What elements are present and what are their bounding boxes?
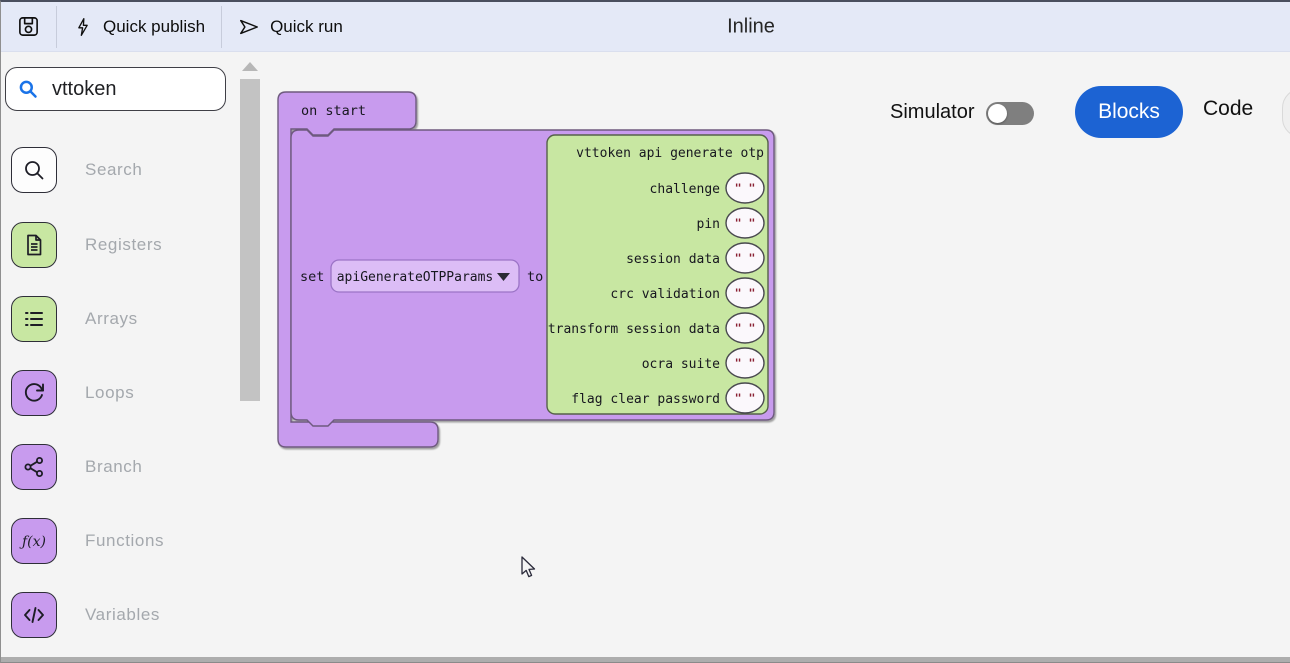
category-label: Variables (85, 605, 161, 624)
scrollbar-thumb[interactable] (240, 79, 260, 401)
search-box[interactable] (5, 67, 226, 111)
set-label: set (300, 269, 324, 285)
code-view-button[interactable]: Code (1203, 97, 1254, 120)
vttoken-api-generate-otp-block[interactable] (546, 134, 769, 415)
page-title: Inline (727, 15, 775, 37)
share-nodes-icon (11, 444, 57, 490)
toolbox-sidebar: Search Registers Arrays Loops (1, 52, 233, 659)
search-input[interactable] (52, 77, 202, 101)
quick-publish-button[interactable]: Quick publish (57, 2, 221, 51)
string-input[interactable] (725, 207, 765, 239)
category-label: Functions (85, 531, 165, 550)
variable-dropdown[interactable]: apiGenerateOTPParams (330, 259, 520, 293)
window-bottom-edge (1, 657, 1290, 663)
quick-run-button[interactable]: Quick run (222, 2, 359, 51)
param-row: transform session data " " (548, 312, 765, 344)
to-label: to (527, 269, 543, 285)
string-input[interactable] (725, 382, 765, 414)
string-input[interactable] (725, 347, 765, 379)
param-label: session data (626, 252, 720, 267)
string-value: " " (735, 286, 756, 300)
category-label: Registers (85, 235, 163, 254)
param-row: pin " " (697, 207, 765, 239)
quick-publish-label: Quick publish (103, 16, 206, 36)
string-input[interactable] (725, 312, 765, 344)
string-value: " " (735, 181, 756, 195)
toolbox-category-functions[interactable]: ƒ(x) Functions (11, 518, 164, 564)
lightning-icon (78, 17, 88, 36)
string-value: " " (735, 356, 756, 370)
param-label: ocra suite (642, 357, 720, 372)
svg-text:ƒ(x): ƒ(x) (19, 534, 46, 550)
bullet-list-icon (11, 296, 57, 342)
string-value: " " (735, 251, 756, 265)
string-input[interactable] (725, 242, 765, 274)
search-icon (19, 80, 37, 98)
param-row: ocra suite " " (642, 347, 765, 379)
param-row: crc validation " " (610, 277, 765, 309)
simulator-toggle[interactable] (986, 102, 1034, 125)
string-value: " " (735, 216, 756, 230)
toggle-knob (988, 104, 1007, 123)
string-value: " " (735, 321, 756, 335)
simulator-label: Simulator (890, 101, 975, 123)
toolbox-category-search[interactable]: Search (11, 147, 142, 193)
category-label: Search (85, 160, 143, 179)
param-row: flag clear password " " (571, 382, 765, 414)
category-label: Arrays (85, 309, 138, 328)
toolbox-category-registers[interactable]: Registers (11, 222, 162, 268)
on-start-label: on start (301, 103, 366, 119)
string-value: " " (735, 391, 756, 405)
param-label: challenge (650, 182, 721, 197)
param-row: challenge " " (650, 172, 765, 204)
category-label: Branch (85, 457, 143, 476)
magnifier-icon (11, 147, 57, 193)
blocks-canvas[interactable]: on start set apiGenerateOTPParams to vtt… (233, 52, 1290, 659)
quick-run-label: Quick run (270, 16, 343, 36)
param-row: session data " " (626, 242, 765, 274)
document-icon (11, 222, 57, 268)
f-of-x-icon: ƒ(x) (11, 518, 57, 564)
toolbar-divider (221, 5, 223, 48)
param-label: flag clear password (571, 392, 720, 407)
toolbox-category-variables[interactable]: Variables (11, 592, 160, 638)
scrollbar-up-arrow[interactable] (242, 62, 258, 71)
toolbar-divider (56, 5, 57, 48)
chevron-down-icon (497, 273, 510, 281)
param-label: transform session data (548, 322, 720, 337)
toolbox-category-branch[interactable]: Branch (11, 444, 142, 490)
topbar: Quick publish Quick run Inline (1, 2, 1290, 52)
string-input[interactable] (725, 172, 765, 204)
toolbox-category-loops[interactable]: Loops (11, 370, 134, 416)
code-brackets-icon (11, 592, 57, 638)
save-button[interactable] (1, 2, 56, 51)
variable-dropdown-value: apiGenerateOTPParams (337, 270, 494, 285)
save-icon (19, 17, 38, 36)
toolbox-category-arrays[interactable]: Arrays (11, 296, 138, 342)
on-start-block[interactable] (277, 91, 439, 448)
category-label: Loops (85, 383, 135, 402)
blocks-view-button[interactable]: Blocks (1075, 86, 1183, 138)
send-icon (240, 19, 259, 34)
api-block-title: vttoken api generate otp (576, 146, 764, 161)
string-input[interactable] (725, 277, 765, 309)
param-label: crc validation (610, 287, 720, 302)
param-label: pin (697, 217, 720, 232)
rotate-arrow-icon (11, 370, 57, 416)
